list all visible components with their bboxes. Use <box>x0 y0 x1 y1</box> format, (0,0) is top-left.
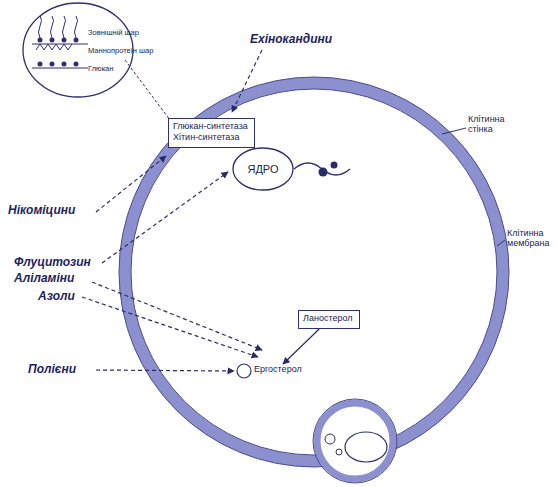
inset-layer-line <box>32 67 88 68</box>
cell-wall-outline <box>119 77 509 467</box>
text-node: Ергостерол <box>254 364 302 374</box>
node-text: Хітин-синтетаза <box>173 132 250 143</box>
node-text: Глюкан-синтетаза <box>173 121 250 132</box>
bud-outline <box>313 399 397 483</box>
part-label: Клітинна мембрана <box>507 228 555 249</box>
node-text: Ергостерол <box>254 364 302 374</box>
cell-wall <box>125 83 503 461</box>
drug-label: Нікоміцини <box>8 203 75 217</box>
organelle <box>336 449 342 455</box>
drug-label: Аліламіни <box>14 271 74 285</box>
bud-cell <box>317 403 393 479</box>
node-text: Ланостерол <box>303 313 355 324</box>
node-text: Маннопротеїн шар <box>88 46 134 55</box>
drug-label: Азоли <box>38 289 75 303</box>
inset-chains <box>36 16 78 50</box>
dot <box>331 162 338 169</box>
node-text: Зовнішній шар <box>88 28 134 37</box>
box-node: Ланостерол <box>298 310 360 329</box>
part-label: Клітинна стінка <box>468 114 520 135</box>
node-text: Глюкан <box>88 64 134 73</box>
bud-nucleus <box>345 432 387 462</box>
ergosterol-circle <box>237 364 251 378</box>
node-text: ЯДРО <box>247 163 278 175</box>
drug-arrows <box>82 50 262 371</box>
dot <box>319 168 328 177</box>
wall-leader <box>442 128 466 134</box>
drug-label: Полієни <box>28 362 76 376</box>
ellipse-node: Зовнішній шарМаннопротеїн шарГлюкан <box>22 2 134 98</box>
membrane-leader <box>497 240 505 246</box>
inset-mannoproteins <box>38 38 79 67</box>
box-node: Глюкан-синтетазаХітин-синтетаза <box>168 118 255 148</box>
drug-label: Флуцитозин <box>14 255 91 269</box>
inset-leader <box>125 60 170 120</box>
cell-membrane <box>131 89 497 455</box>
organelle <box>325 434 335 444</box>
arrow-connector <box>283 329 319 364</box>
drug-label: Ехінокандини <box>250 32 332 46</box>
ellipse-node: ЯДРО <box>232 147 294 191</box>
